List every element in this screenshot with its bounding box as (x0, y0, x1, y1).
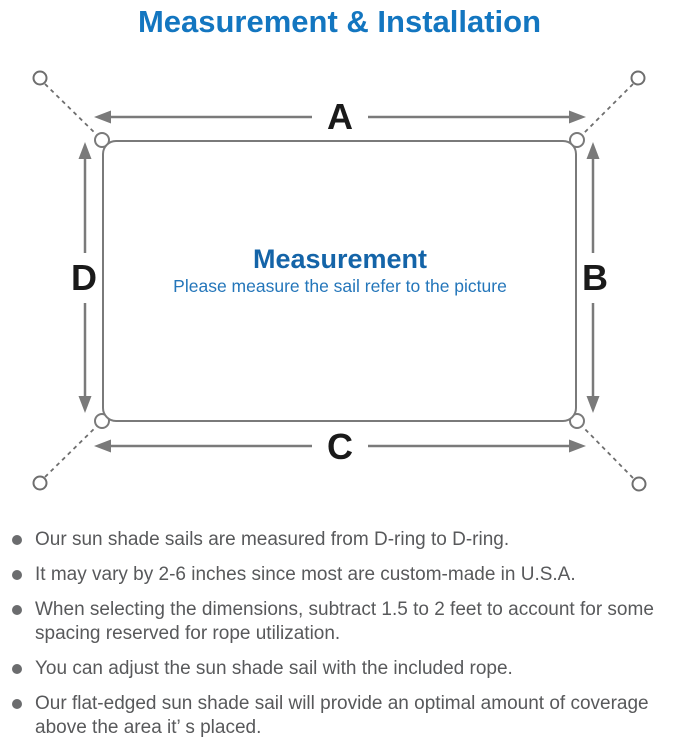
note-text: It may vary by 2-6 inches since most are… (35, 564, 576, 585)
anchor-rings (32, 70, 647, 492)
d-ring-top-right (569, 132, 585, 148)
sail-measurement-diagram: A C D B Measurement Please measure the s… (32, 70, 647, 492)
bullet-icon (12, 699, 22, 709)
sail-rectangle (102, 140, 577, 422)
d-ring-top-left (94, 132, 110, 148)
arrowhead-d-down (78, 396, 92, 413)
diagram-center-title: Measurement (253, 244, 427, 274)
d-ring-bottom-right (569, 413, 585, 429)
dimension-label-b: B (582, 257, 608, 298)
arrowhead-c-right (569, 439, 586, 453)
dimension-label-c: C (327, 426, 353, 467)
arrowhead-a-right (569, 110, 586, 124)
list-item: Our sun shade sails are measured from D-… (10, 528, 672, 552)
list-item: You can adjust the sun shade sail with t… (10, 657, 672, 681)
note-text: When selecting the dimensions, subtract … (35, 599, 654, 644)
anchor-ring-bottom-left (32, 475, 48, 491)
rope-top-left (44, 83, 100, 138)
list-item: When selecting the dimensions, subtract … (10, 598, 672, 646)
bullet-icon (12, 535, 22, 545)
notes-list: Our sun shade sails are measured from D-… (10, 528, 672, 739)
arrowhead-b-up (586, 142, 600, 159)
dimension-label-a: A (327, 96, 353, 137)
arrowhead-b-down (586, 396, 600, 413)
page-title: Measurement & Installation (137, 4, 542, 39)
note-text: You can adjust the sun shade sail with t… (35, 658, 513, 679)
note-text: Our sun shade sails are measured from D-… (35, 529, 510, 550)
anchor-ring-bottom-right (631, 476, 647, 492)
dimension-label-d: D (71, 257, 97, 298)
bullet-icon (12, 605, 22, 615)
diagram-center-subtitle: Please measure the sail refer to the pic… (173, 276, 507, 296)
rope-bottom-left (44, 423, 100, 478)
rope-bottom-right (579, 423, 634, 479)
bullet-icon (12, 570, 22, 580)
d-ring-bottom-left (94, 413, 110, 429)
rope-top-right (579, 83, 634, 138)
arrowhead-c-left (94, 439, 111, 453)
anchor-ring-top-left (32, 70, 48, 86)
list-item: It may vary by 2-6 inches since most are… (10, 563, 672, 587)
list-item: Our flat-edged sun shade sail will provi… (10, 692, 672, 739)
d-rings (94, 132, 585, 429)
arrowhead-a-left (94, 110, 111, 124)
note-text: Our flat-edged sun shade sail will provi… (35, 693, 649, 738)
arrowhead-d-up (78, 142, 92, 159)
bullet-icon (12, 664, 22, 674)
anchor-ring-top-right (630, 70, 646, 86)
